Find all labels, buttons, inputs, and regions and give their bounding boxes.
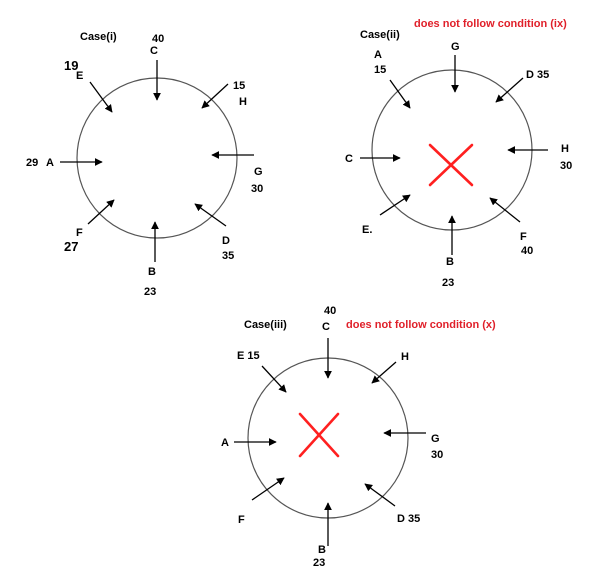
case-2-b-value: 23 — [442, 277, 454, 289]
case-3-c-value: 40 — [324, 305, 336, 317]
case-3-g-value: 30 — [431, 449, 443, 461]
case-1-e-label: E — [76, 70, 83, 82]
case-2-e-label: E. — [362, 224, 372, 236]
case-1-d-label: D — [222, 235, 230, 247]
case-2-diagram: Case(ii) does not follow condition (ix) … — [345, 18, 572, 289]
case-1-b-label: B — [148, 266, 156, 278]
case-2-d-label: D 35 — [526, 69, 549, 81]
case-2-note: does not follow condition (ix) — [414, 18, 567, 30]
case-1-c-value: 40 — [152, 33, 164, 45]
case-1-title: Case(i) — [80, 31, 117, 43]
case-1-arrow-d — [194, 203, 227, 227]
case-3-h-label: H — [401, 351, 409, 363]
case-1-c-label: C — [150, 45, 158, 57]
case-2-f-label: F — [520, 231, 527, 243]
case-1-arrow-f — [87, 199, 115, 225]
case-3-diagram: Case(iii) does not follow condition (x) … — [221, 305, 496, 569]
case-1-h-value: 15 — [233, 80, 245, 92]
case-3-title: Case(iii) — [244, 319, 287, 331]
case-2-b-label: B — [446, 256, 454, 268]
case-1-arrow-h — [201, 83, 229, 109]
case-3-arrow-h — [371, 361, 397, 384]
case-1-b-value: 23 — [144, 286, 156, 298]
case-1-h-label: H — [239, 96, 247, 108]
case-3-f-label: F — [238, 514, 245, 526]
case-3-d-label: D 35 — [397, 513, 420, 525]
case-3-e-label: E 15 — [237, 350, 260, 362]
case-1-g-label: G — [254, 166, 263, 178]
case-2-title: Case(ii) — [360, 29, 400, 41]
case-3-arrow-d — [364, 483, 396, 507]
case-2-h-value: 30 — [560, 160, 572, 172]
case-1-e-value: 19 — [64, 58, 78, 73]
case-3-c-label: C — [322, 321, 330, 333]
case-3-arrow-f — [251, 477, 285, 501]
case-2-arrow-f — [489, 197, 521, 223]
case-3-g-label: G — [431, 433, 440, 445]
case-2-c-label: C — [345, 153, 353, 165]
case-2-a-value: 15 — [374, 64, 386, 76]
case-3-a-label: A — [221, 437, 229, 449]
case-1-f-value: 27 — [64, 239, 78, 254]
case-2-h-label: H — [561, 143, 569, 155]
case-2-g-label: G — [451, 41, 460, 53]
case-1-g-value: 30 — [251, 183, 263, 195]
case-2-a-label: A — [374, 49, 382, 61]
case-3-b-label: B — [318, 544, 326, 556]
case-2-arrow-d — [495, 77, 524, 103]
case-1-table — [76, 77, 238, 239]
case-3-note: does not follow condition (x) — [346, 319, 496, 331]
case-1-diagram: Case(i) 40 C 19 E 15 H 29 A G 30 F 27 D … — [26, 31, 263, 298]
case-1-f-label: F — [76, 227, 83, 239]
case-1-d-value: 35 — [222, 250, 234, 262]
case-3-b-value: 23 — [313, 557, 325, 569]
case-2-f-value: 40 — [521, 245, 533, 257]
case-3-table — [247, 357, 409, 519]
case-2-arrow-a — [389, 79, 411, 109]
case-1-a-value: 29 — [26, 157, 38, 169]
case-1-arrow-e — [89, 81, 113, 113]
case-1-a-label: A — [46, 157, 54, 169]
case-3-arrow-e — [261, 365, 287, 393]
case-2-arrow-e — [379, 194, 411, 216]
